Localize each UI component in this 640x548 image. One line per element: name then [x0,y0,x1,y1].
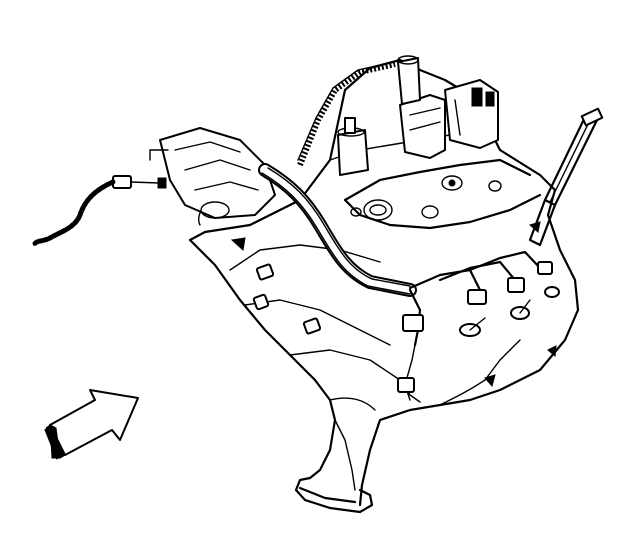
sensor-pigtail [31,175,161,248]
spark-plug-wire-harness [258,61,542,401]
plug-boots [397,261,560,393]
oil-fill-tube [337,117,369,176]
ignition-coil-module [397,55,499,159]
dipstick-tube [528,107,604,247]
exhaust-manifold [294,339,521,514]
view-direction-arrow [44,389,139,460]
distributor-cap [149,127,276,219]
block-bolt-bosses [230,221,557,388]
